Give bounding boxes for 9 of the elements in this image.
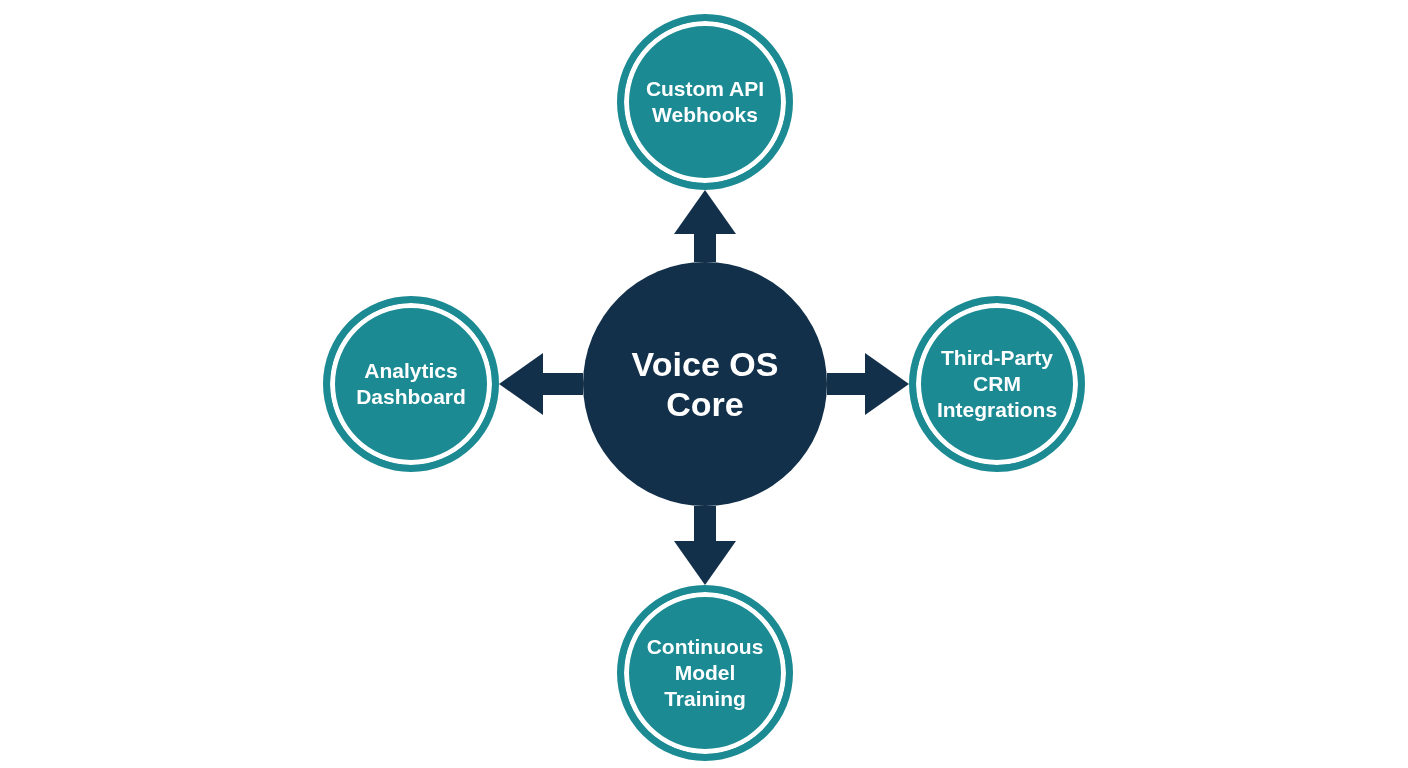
arrow bbox=[674, 190, 736, 262]
node-label: Voice OS Core bbox=[630, 344, 780, 424]
node-label: Custom API Webhooks bbox=[644, 76, 766, 128]
node-label: Third-Party CRM Integrations bbox=[935, 345, 1059, 423]
arrow bbox=[674, 506, 736, 585]
arrow bbox=[827, 353, 909, 415]
node-label: Continuous Model Training bbox=[645, 634, 765, 712]
arrow bbox=[499, 353, 583, 415]
node-label: Analytics Dashboard bbox=[355, 358, 467, 410]
